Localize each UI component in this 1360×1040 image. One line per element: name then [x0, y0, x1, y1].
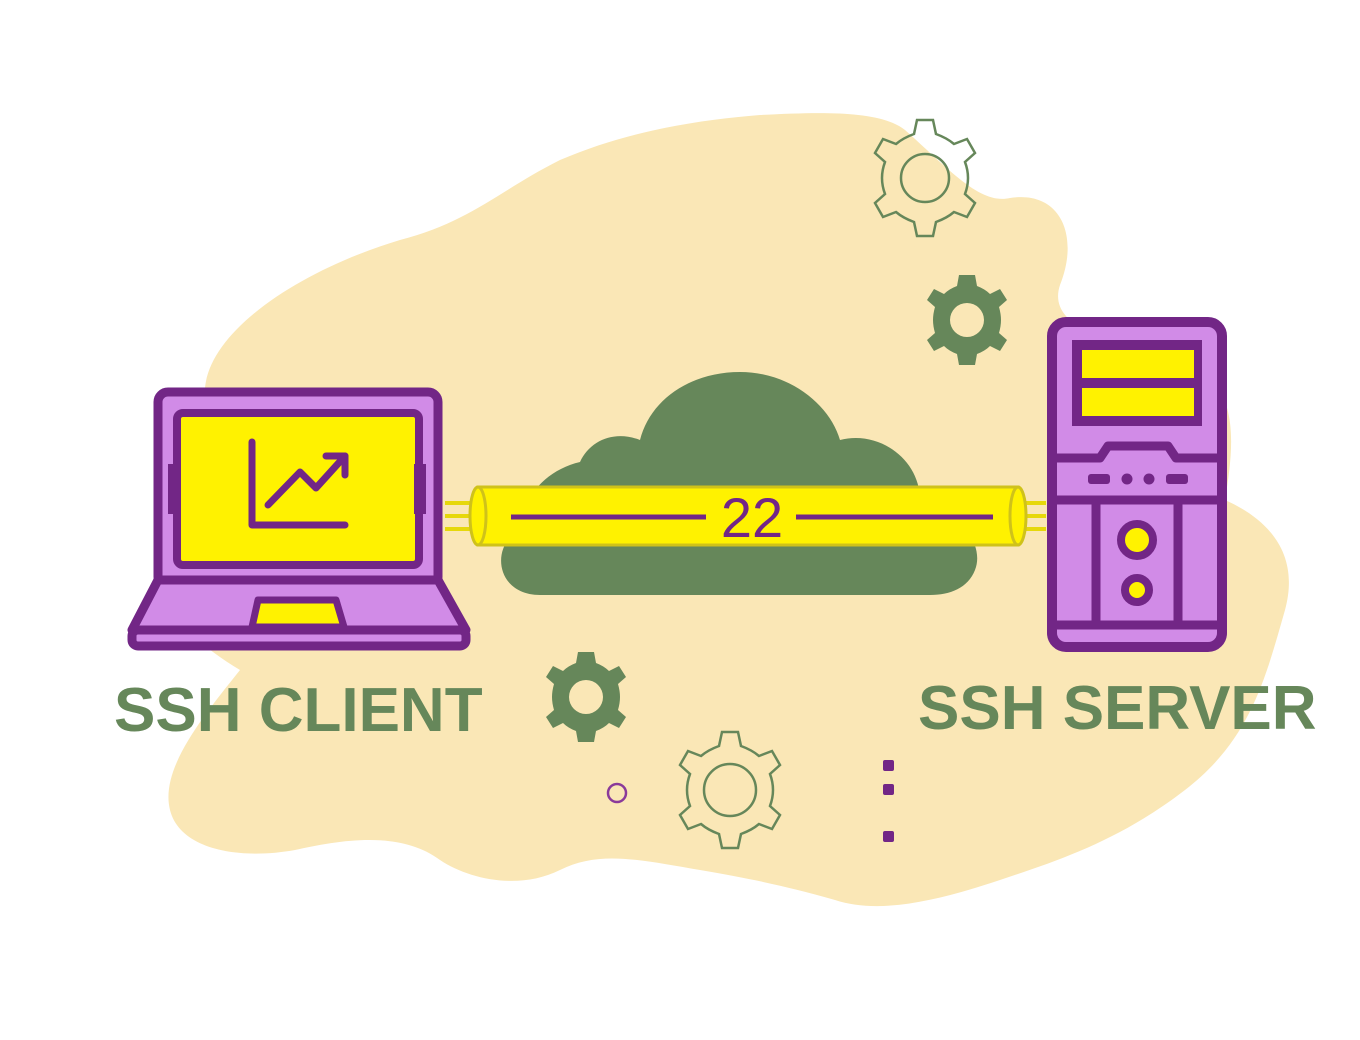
port-number: 22	[721, 486, 783, 549]
gear-icon-outline-top	[873, 118, 977, 238]
gear-icon-outline-bottom	[678, 730, 782, 850]
decor-ring	[606, 782, 628, 804]
decor-dots	[883, 760, 894, 842]
ssh-server-label: SSH SERVER	[918, 674, 1317, 743]
server-tower-icon	[1047, 317, 1227, 652]
gear-icon-solid-right	[927, 275, 1007, 365]
growth-chart-icon	[248, 438, 349, 529]
gear-icon-solid-left	[546, 652, 626, 742]
ssh-tunnel: 22	[445, 485, 1046, 549]
laptop-icon	[127, 387, 471, 651]
ssh-client-label: SSH CLIENT	[114, 676, 483, 745]
background-blob-lobe	[830, 206, 917, 265]
